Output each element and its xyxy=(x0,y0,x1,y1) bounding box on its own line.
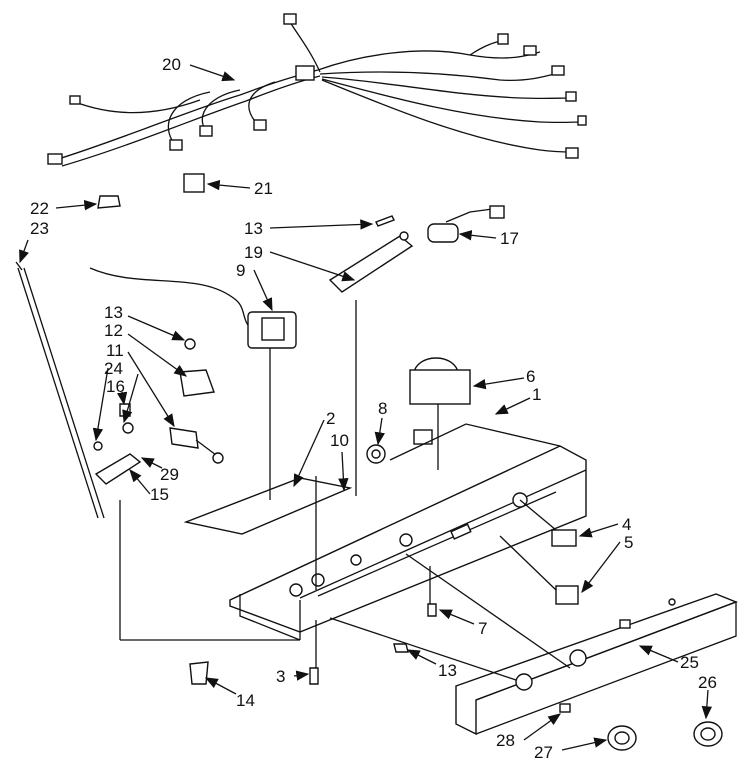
callout-23: 23 xyxy=(30,219,49,238)
part-23-rod xyxy=(15,261,105,519)
callout-20: 20 xyxy=(162,55,181,74)
part-8-grommet xyxy=(366,444,386,464)
part-25-control-panel xyxy=(455,593,738,736)
callout-1: 1 xyxy=(532,385,541,404)
part-15-lever xyxy=(93,422,142,485)
part-26-knob xyxy=(693,721,723,747)
callout-4: 4 xyxy=(622,515,631,534)
callout-15: 15 xyxy=(150,485,169,504)
part-21-clip xyxy=(183,173,205,193)
part-9-thermostat xyxy=(89,267,297,349)
part-22-clip xyxy=(97,195,121,209)
callout-8: 8 xyxy=(378,399,387,418)
part-2-bracket xyxy=(183,477,353,535)
callout-14: 14 xyxy=(236,691,255,710)
part-19-light-bulb-holder xyxy=(328,231,414,293)
part-4-switch xyxy=(551,529,577,547)
part-17-capacitor xyxy=(427,205,505,243)
callout-13-bottom: 13 xyxy=(438,661,457,680)
part-14-clip xyxy=(189,661,209,685)
wire-harness xyxy=(47,13,587,167)
callout-19: 19 xyxy=(244,243,263,262)
callout-10: 10 xyxy=(330,431,349,450)
callout-7: 7 xyxy=(478,619,487,638)
callout-arrows xyxy=(19,64,713,751)
part-7-screw xyxy=(427,603,437,617)
callout-11: 11 xyxy=(106,341,124,360)
callout-26: 26 xyxy=(698,673,717,692)
callout-28: 28 xyxy=(496,731,515,750)
part-12-bracket xyxy=(179,338,215,397)
part-6-damper-motor xyxy=(409,357,471,445)
callout-6: 6 xyxy=(526,367,535,386)
callout-21: 21 xyxy=(254,179,273,198)
callout-29: 29 xyxy=(160,465,179,484)
callout-12: 12 xyxy=(104,321,123,340)
callout-3: 3 xyxy=(276,667,285,686)
callout-5: 5 xyxy=(624,533,633,552)
part-11-knob-shaft xyxy=(169,427,224,464)
callout-16: 16 xyxy=(106,377,125,396)
callout-2: 2 xyxy=(326,409,335,428)
part-13-screw-bottom xyxy=(393,643,409,653)
callout-17: 17 xyxy=(500,229,519,248)
callout-22: 22 xyxy=(30,199,49,218)
callout-27: 27 xyxy=(534,743,553,762)
part-13-screw-top xyxy=(375,215,395,227)
part-3-screw xyxy=(309,667,319,685)
callout-24: 24 xyxy=(104,359,123,378)
callout-13-mid: 13 xyxy=(104,303,123,322)
part-28-lamp xyxy=(559,703,571,713)
assembly-lines xyxy=(119,300,571,681)
part-5-switch xyxy=(555,585,579,605)
part-27-knob xyxy=(607,725,637,751)
callout-13-top: 13 xyxy=(244,219,263,238)
callout-25: 25 xyxy=(680,653,699,672)
part-1-control-housing xyxy=(229,423,587,641)
callout-9: 9 xyxy=(236,261,245,280)
